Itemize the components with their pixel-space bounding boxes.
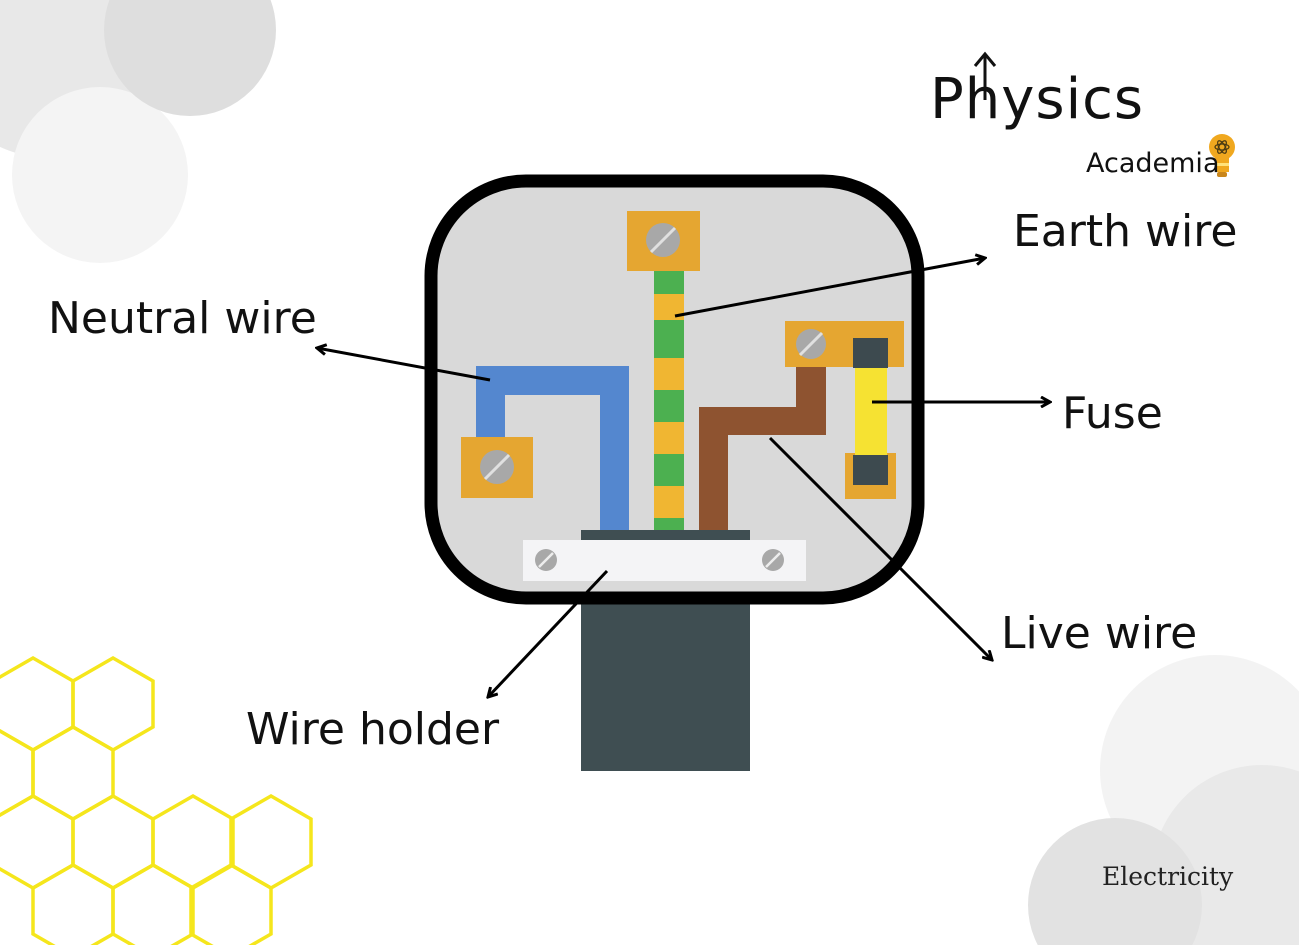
brand-logo-name: Physics bbox=[930, 67, 1145, 132]
hexagon bbox=[151, 793, 235, 891]
bubble-bottom-right-front bbox=[1028, 818, 1202, 945]
live-wire-label: Live wire bbox=[1001, 608, 1198, 659]
fuse-body bbox=[855, 360, 887, 464]
topic-footer: Electricity bbox=[1102, 862, 1234, 891]
hexagon-pattern bbox=[0, 655, 313, 945]
live-arrow bbox=[768, 436, 992, 660]
screw-icon bbox=[480, 450, 514, 484]
fuse-cap-top bbox=[853, 338, 888, 368]
live-wire bbox=[699, 355, 826, 530]
neutral-arrow bbox=[317, 348, 491, 382]
bubble-top-left-pale bbox=[12, 87, 188, 263]
hexagon bbox=[31, 862, 115, 945]
neutral-wire-label: Neutral wire bbox=[48, 293, 317, 344]
hexagon bbox=[71, 655, 155, 753]
hexagon bbox=[0, 793, 75, 891]
brand-logo-subname: Academia bbox=[1086, 148, 1220, 179]
earth-wire-label: Earth wire bbox=[1013, 206, 1238, 257]
wire-holder-bar bbox=[523, 540, 806, 581]
screw-icon bbox=[762, 549, 784, 571]
hexagon bbox=[189, 862, 273, 945]
hexagon bbox=[0, 729, 35, 817]
bubble-top-left-small bbox=[104, 0, 276, 116]
cord-grip-base bbox=[581, 530, 750, 542]
leader-arrows bbox=[317, 258, 1050, 697]
hexagon bbox=[71, 793, 155, 891]
up-arrow-icon bbox=[973, 51, 997, 100]
earth-arrow bbox=[674, 258, 985, 318]
lightbulb-atom-icon bbox=[1209, 134, 1235, 177]
wire-holder-label: Wire holder bbox=[246, 704, 500, 755]
hexagon bbox=[229, 793, 313, 891]
earth-wire bbox=[654, 268, 684, 530]
hexagon bbox=[111, 862, 195, 945]
holder-arrow bbox=[488, 569, 609, 697]
screw-icon bbox=[646, 223, 680, 257]
screw-icon bbox=[535, 549, 557, 571]
hexagon bbox=[31, 724, 115, 822]
fuse-cap-bottom bbox=[853, 455, 888, 485]
fuse-label: Fuse bbox=[1062, 388, 1163, 439]
screw-icon bbox=[796, 329, 826, 359]
